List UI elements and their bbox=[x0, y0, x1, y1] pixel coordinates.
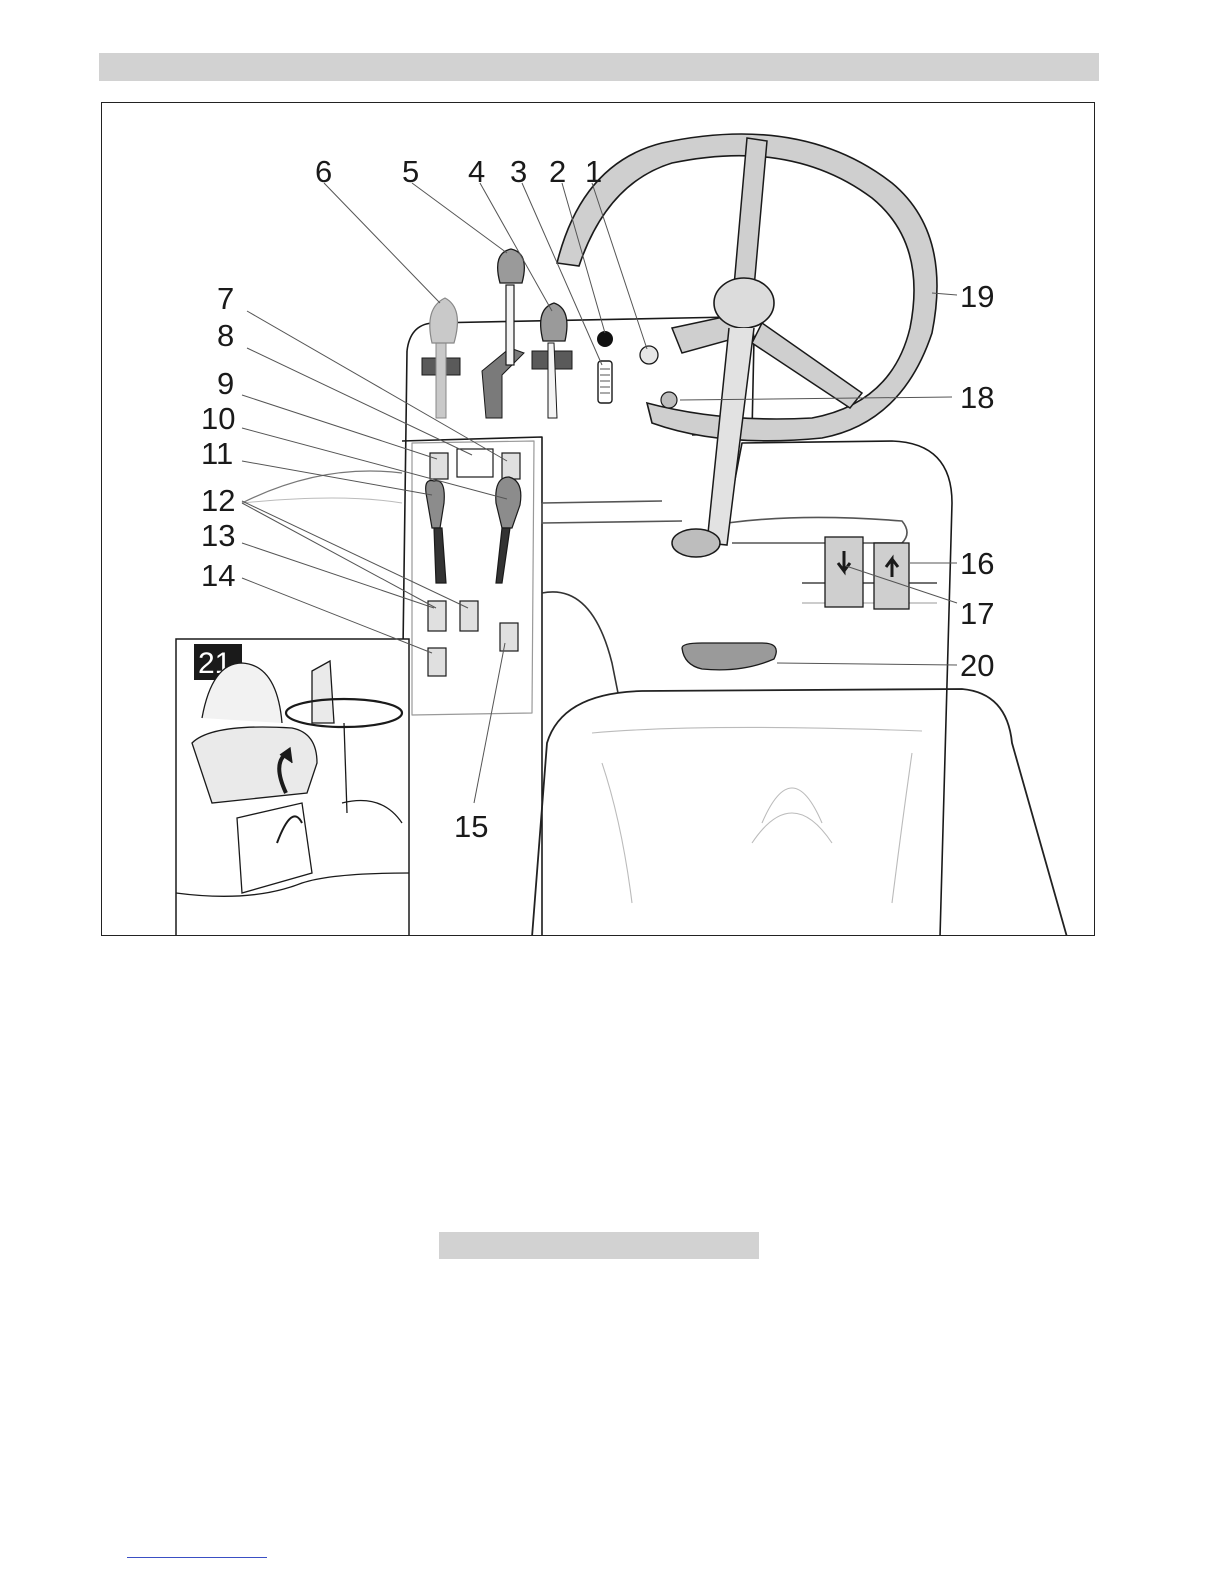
callout-9: 9 bbox=[217, 366, 234, 401]
lever-6-knob bbox=[430, 298, 458, 343]
callout-8: 8 bbox=[217, 318, 234, 353]
wheel-hub bbox=[714, 278, 774, 328]
callout-6: 6 bbox=[315, 154, 332, 189]
inset-21: 21 bbox=[176, 639, 409, 936]
callout-11: 11 bbox=[201, 436, 233, 471]
steering-wheel bbox=[557, 134, 937, 557]
seat-outline bbox=[532, 689, 1067, 936]
footer-link-underline[interactable] bbox=[127, 1557, 267, 1558]
callout-1: 1 bbox=[585, 154, 602, 189]
column-boot bbox=[672, 529, 720, 557]
callout-17: 17 bbox=[960, 596, 994, 631]
callout-4: 4 bbox=[468, 154, 485, 189]
wheel-spoke-top bbox=[734, 138, 767, 288]
callout-15: 15 bbox=[454, 809, 488, 844]
gear-levers bbox=[422, 249, 677, 418]
operator-controls-figure: 21 bbox=[101, 102, 1095, 936]
header-bar bbox=[99, 53, 1099, 81]
lever-20 bbox=[682, 643, 776, 670]
console-panel-edge bbox=[402, 437, 542, 936]
console-switches bbox=[426, 449, 521, 676]
callout-16: 16 bbox=[960, 546, 994, 581]
callout-7: 7 bbox=[217, 281, 234, 316]
section-bar bbox=[439, 1232, 759, 1259]
knob-2 bbox=[597, 331, 613, 347]
controls-illustration: 21 bbox=[102, 103, 1095, 936]
callout-13: 13 bbox=[201, 518, 235, 553]
button-18 bbox=[661, 392, 677, 408]
display-3 bbox=[598, 361, 612, 403]
callout-14: 14 bbox=[201, 558, 235, 593]
lever-4-knob bbox=[541, 303, 567, 341]
callout-20: 20 bbox=[960, 648, 994, 683]
callout-12: 12 bbox=[201, 483, 235, 518]
callout-2: 2 bbox=[549, 154, 566, 189]
callout-5: 5 bbox=[402, 154, 419, 189]
callout-19: 19 bbox=[960, 279, 994, 314]
wheel-spoke-right bbox=[752, 323, 862, 408]
callout-3: 3 bbox=[510, 154, 527, 189]
callout-18: 18 bbox=[960, 380, 994, 415]
key-switch-1 bbox=[640, 346, 658, 364]
callout-10: 10 bbox=[201, 401, 235, 436]
